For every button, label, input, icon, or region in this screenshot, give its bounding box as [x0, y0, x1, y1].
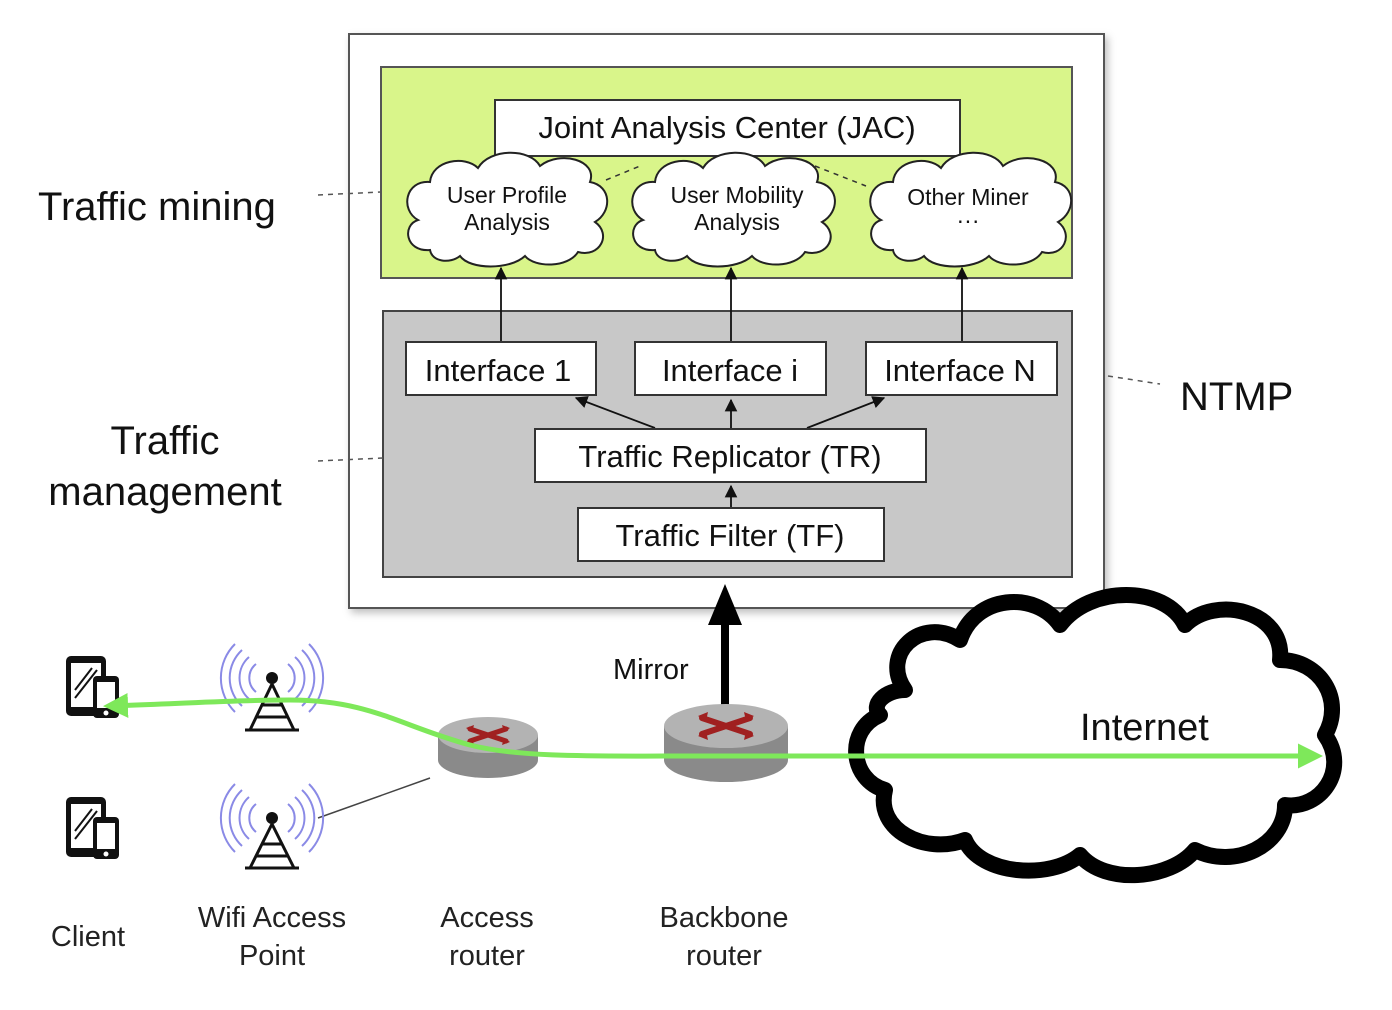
backbone-router-icon	[664, 704, 788, 782]
mirror-arrow	[708, 584, 742, 705]
jac-label: Joint Analysis Center (JAC)	[538, 110, 915, 145]
interface-label: Interface i	[662, 353, 798, 388]
miner-label-line2: ···	[957, 207, 980, 233]
miner-cloud-other: Other Miner ···	[869, 151, 1073, 268]
traffic-replicator-box: Traffic Replicator (TR)	[534, 428, 927, 483]
backbone-router-label-line1: Backbone	[660, 902, 789, 934]
miner-label-line2: Analysis	[694, 209, 780, 235]
ntmp-label: NTMP	[1180, 375, 1293, 419]
client-device-icon	[66, 797, 119, 859]
miner-cloud-user-profile: User Profile Analysis	[406, 151, 609, 268]
interface-box-n: Interface N	[865, 341, 1058, 396]
traffic-management-label-line1: Traffic	[111, 419, 220, 463]
jac-box: Joint Analysis Center (JAC)	[494, 99, 961, 157]
ntmp-leader	[1107, 375, 1161, 385]
miner-label-line1: User Profile	[447, 182, 567, 208]
miner-label-line1: User Mobility	[671, 182, 804, 208]
client-label: Client	[51, 921, 125, 953]
interface-label: Interface 1	[425, 353, 571, 388]
traffic-mining-leader	[317, 191, 382, 196]
miner-label-line1: Other Miner	[907, 184, 1029, 210]
traffic-replicator-label: Traffic Replicator (TR)	[578, 439, 881, 474]
traffic-filter-box: Traffic Filter (TF)	[577, 507, 885, 562]
traffic-path	[103, 692, 1323, 769]
interface-label: Interface N	[884, 353, 1036, 388]
interface-box-1: Interface 1	[405, 341, 597, 396]
wifi-label-line1: Wifi Access	[198, 902, 346, 934]
wifi-access-point-icon	[219, 643, 325, 732]
traffic-mining-label: Traffic mining	[38, 185, 276, 229]
mirror-label: Mirror	[613, 654, 689, 686]
interface-box-i: Interface i	[634, 341, 827, 396]
replicator-to-interface-arrows	[574, 396, 886, 429]
access-router-label-line1: Access	[440, 902, 533, 934]
traffic-management-label-line2: management	[48, 470, 281, 514]
access-router-label-line2: router	[449, 940, 525, 972]
internet-label: Internet	[1080, 707, 1209, 749]
traffic-management-leader	[317, 457, 384, 462]
interface-to-miner-arrows	[494, 266, 969, 341]
wifi-access-point-icon	[219, 783, 325, 870]
wifi-to-router-link	[317, 777, 431, 819]
client-device-icon	[66, 656, 119, 718]
backbone-router-label-line2: router	[686, 940, 762, 972]
wifi-label-line2: Point	[239, 940, 305, 972]
miner-label-line2: Analysis	[464, 209, 550, 235]
traffic-filter-label: Traffic Filter (TF)	[615, 518, 844, 553]
jac-miner-links	[605, 165, 867, 187]
miner-cloud-user-mobility: User Mobility Analysis	[631, 151, 836, 268]
